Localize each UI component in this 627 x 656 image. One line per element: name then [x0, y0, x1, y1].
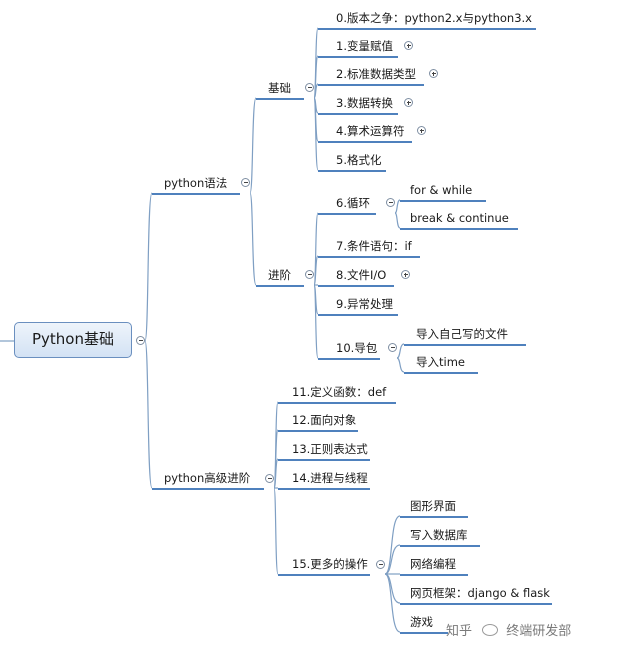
advanced-item-11-underline	[278, 402, 396, 404]
basic-item-0-underline	[318, 28, 536, 30]
import-item-time[interactable]: 导入time	[416, 355, 465, 369]
group-basic-underline	[256, 98, 304, 100]
more-item-network[interactable]: 网络编程	[410, 557, 456, 571]
more-item-1-underline	[400, 545, 480, 547]
connector-progress-item-1	[313, 255, 319, 286]
more-item-database[interactable]: 写入数据库	[410, 528, 468, 542]
advanced-item-15-collapse-icon[interactable]	[376, 560, 385, 569]
more-item-game[interactable]: 游戏	[410, 615, 433, 629]
basic-item-1[interactable]: 1.变量赋值	[336, 39, 393, 53]
basic-item-4-underline	[318, 141, 412, 143]
basic-item-4[interactable]: 4.算术运算符	[336, 124, 405, 138]
progress-item-8-expand-icon[interactable]	[401, 270, 410, 279]
advanced-item-15[interactable]: 15.更多的操作	[292, 557, 368, 571]
basic-item-3-expand-icon[interactable]	[404, 98, 413, 107]
more-item-web-framework[interactable]: 网页框架：django & flask	[410, 586, 550, 600]
loop-item-break-continue[interactable]: break & continue	[410, 211, 509, 225]
progress-item-9-underline	[318, 314, 398, 316]
advanced-item-14[interactable]: 14.进程与线程	[292, 471, 368, 485]
basic-item-5[interactable]: 5.格式化	[336, 153, 382, 167]
group-progress-underline	[256, 285, 304, 287]
connector-basic-item-5	[313, 97, 319, 171]
more-item-4-underline	[400, 632, 448, 634]
connector-more-item-3	[384, 573, 401, 604]
advanced-item-12-underline	[278, 430, 358, 432]
connector-root-syntax	[144, 192, 153, 342]
basic-item-4-expand-icon[interactable]	[417, 126, 426, 135]
progress-item-8-underline	[318, 285, 394, 287]
more-item-0-underline	[400, 516, 468, 518]
progress-item-10[interactable]: 10.导包	[336, 341, 378, 355]
root-collapse-icon[interactable]	[136, 336, 145, 345]
branch-advanced-collapse-icon[interactable]	[265, 474, 274, 483]
branch-syntax[interactable]: python语法	[164, 176, 228, 190]
group-progress[interactable]: 进阶	[268, 268, 291, 282]
branch-advanced-underline	[152, 488, 264, 490]
connector-root-advanced	[144, 340, 153, 489]
progress-item-8[interactable]: 8.文件I/O	[336, 268, 387, 282]
advanced-item-12[interactable]: 12.面向对象	[292, 413, 357, 427]
advanced-item-11[interactable]: 11.定义函数：def	[292, 385, 387, 399]
connector-progress-item-4	[313, 284, 319, 359]
basic-item-3-underline	[318, 113, 398, 115]
basic-item-2-expand-icon[interactable]	[429, 69, 438, 78]
group-basic[interactable]: 基础	[268, 81, 291, 95]
advanced-item-13-underline	[278, 459, 370, 461]
basic-item-2-underline	[318, 84, 424, 86]
branch-advanced[interactable]: python高级进阶	[164, 471, 251, 485]
more-item-3-underline	[400, 603, 552, 605]
progress-item-10-underline	[318, 358, 380, 360]
connector-syntax-basic	[249, 97, 257, 194]
root-label: Python基础	[32, 330, 114, 348]
watermark-author: 终端研发部	[506, 624, 572, 639]
basic-item-1-expand-icon[interactable]	[404, 41, 413, 50]
advanced-item-13[interactable]: 13.正则表达式	[292, 442, 368, 456]
loop-item-0-underline	[400, 200, 486, 202]
more-item-2-underline	[400, 574, 468, 576]
more-item-gui[interactable]: 图形界面	[410, 499, 456, 513]
connector-more-item-4	[384, 573, 401, 633]
root-node[interactable]: Python基础	[14, 322, 132, 358]
group-basic-collapse-icon[interactable]	[305, 83, 314, 92]
connector-loop-item-1	[394, 212, 401, 229]
progress-item-6-underline	[318, 213, 376, 215]
loop-item-for-while[interactable]: for & while	[410, 183, 473, 197]
watermark: 知乎 终端研发部	[446, 620, 571, 639]
basic-item-1-underline	[318, 56, 398, 58]
connector-advanced-item-2	[273, 458, 279, 489]
connector-import-item-1	[396, 357, 405, 373]
connector-advanced-item-4	[273, 487, 279, 575]
branch-syntax-underline	[152, 193, 240, 195]
loop-item-1-underline	[400, 228, 518, 230]
progress-item-10-collapse-icon[interactable]	[388, 343, 397, 352]
connector-more-item-1	[384, 544, 401, 575]
connector-syntax-progress	[249, 192, 257, 286]
basic-item-0[interactable]: 0.版本之争：python2.x与python3.x	[336, 11, 532, 25]
connector-more-item-0	[384, 515, 401, 575]
watermark-zhihu: 知乎	[446, 624, 473, 639]
advanced-item-14-underline	[278, 488, 370, 490]
progress-item-6-collapse-icon[interactable]	[386, 198, 395, 207]
progress-item-6[interactable]: 6.循环	[336, 196, 370, 210]
progress-item-7[interactable]: 7.条件语句：if	[336, 239, 412, 253]
import-item-1-underline	[404, 372, 478, 374]
import-item-own-file[interactable]: 导入自己写的文件	[416, 327, 508, 341]
group-progress-collapse-icon[interactable]	[305, 270, 314, 279]
basic-item-2[interactable]: 2.标准数据类型	[336, 67, 416, 81]
progress-item-9[interactable]: 9.异常处理	[336, 297, 393, 311]
wechat-icon	[482, 624, 499, 636]
connector-import-item-0	[396, 343, 405, 359]
progress-item-7-underline	[318, 256, 420, 258]
basic-item-3[interactable]: 3.数据转换	[336, 96, 393, 110]
advanced-item-15-underline	[278, 574, 370, 576]
branch-syntax-collapse-icon[interactable]	[241, 178, 250, 187]
basic-item-5-underline	[318, 170, 386, 172]
import-item-0-underline	[404, 344, 526, 346]
